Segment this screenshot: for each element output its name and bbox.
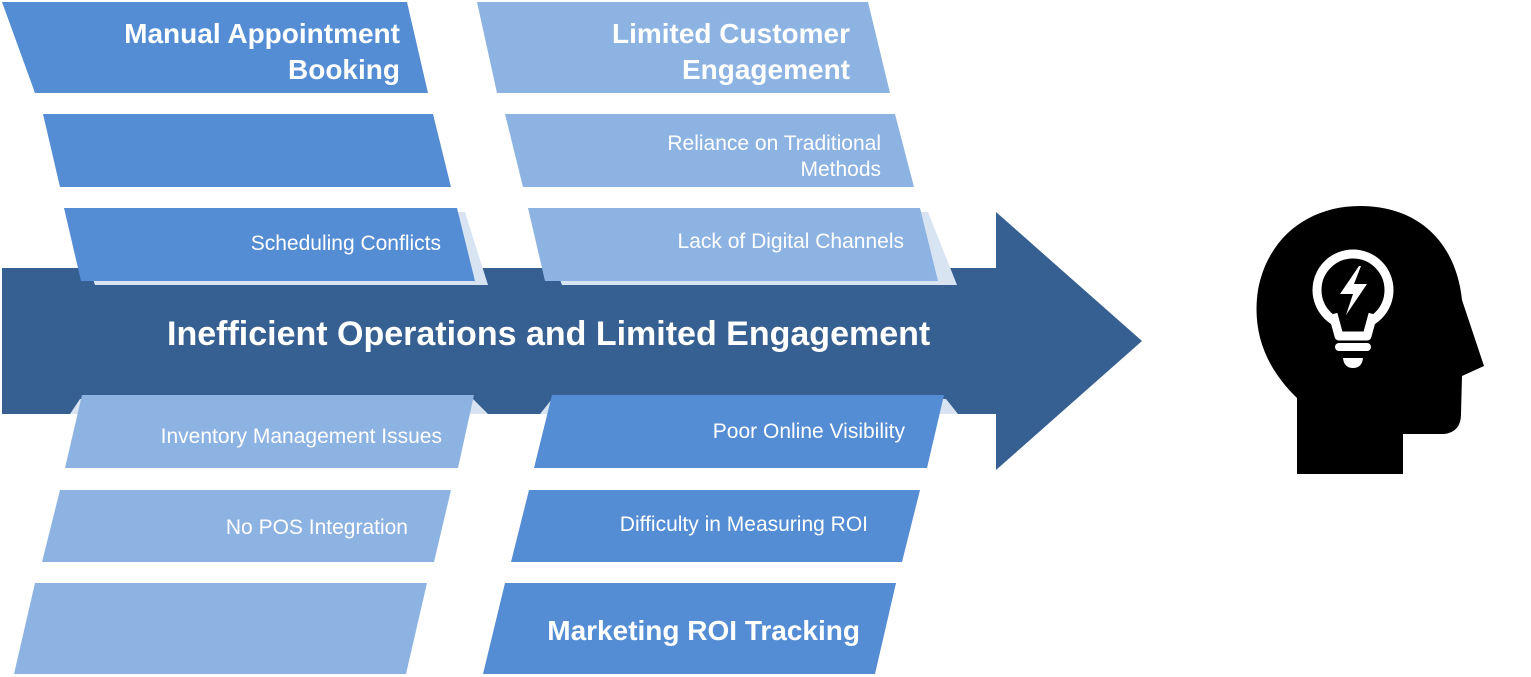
bottom-left-cause-1-label: Inventory Management Issues (160, 425, 442, 448)
top-left-category-label: Manual Appointment Booking (124, 18, 400, 86)
top-right-cause-1-label: Reliance on Traditional Methods (667, 132, 881, 182)
bottom-right-category-label: Marketing ROI Tracking (547, 615, 860, 646)
bone-top-right-cause-1 (505, 114, 914, 187)
top-right-cause-2-label: Lack of Digital Channels (677, 230, 904, 253)
bottom-right-cause-1-label: Poor Online Visibility (712, 420, 905, 443)
top-left-cause-2-label: Scheduling Conflicts (250, 232, 441, 255)
bone-top-left-cause-2 (64, 208, 475, 281)
bone-bottom-left-category (14, 583, 427, 674)
spine-label: Inefficient Operations and Limited Engag… (167, 315, 931, 353)
bottom-right-cause-2-label: Difficulty in Measuring ROI (619, 513, 868, 536)
bone-top-right-cause-2 (528, 208, 938, 281)
bone-bottom-left-cause-2 (42, 490, 451, 562)
bottom-left-cause-2-label: No POS Integration (225, 516, 408, 539)
bone-bottom-right-category (483, 583, 896, 674)
bone-bottom-right-cause-1 (534, 395, 944, 468)
top-right-category-label: Limited Customer Engagement (611, 18, 850, 86)
bone-top-right-category (477, 2, 890, 93)
head-lightbulb-icon (1256, 206, 1484, 474)
bone-top-left-category (2, 2, 428, 93)
bone-bottom-left-cause-1 (65, 395, 474, 468)
bone-top-left-cause-1 (43, 114, 451, 187)
bone-bottom-right-cause-2 (511, 490, 920, 562)
